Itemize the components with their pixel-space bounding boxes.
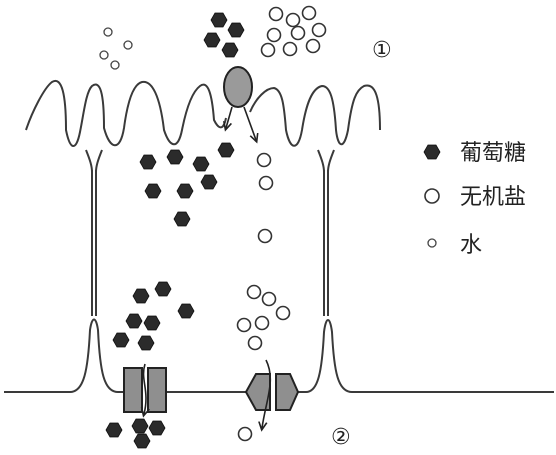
cell-membrane	[4, 79, 554, 393]
glucose-molecule	[192, 156, 210, 172]
salt-legend-icon	[424, 188, 440, 204]
apical-membrane	[25, 79, 381, 147]
basal-salt-channel	[244, 359, 300, 428]
salt-molecule	[282, 41, 298, 57]
salt-molecule	[301, 5, 317, 21]
glucose-molecule	[125, 313, 143, 329]
glucose-molecule	[144, 183, 162, 199]
right-lateral-membrane	[323, 170, 329, 316]
salt-molecule	[236, 317, 252, 333]
legend-glucose-label: 葡萄糖	[460, 141, 526, 166]
water-molecule	[123, 40, 133, 50]
glucose-molecule	[154, 281, 172, 297]
basal-glucose-channel	[123, 363, 167, 414]
glucose-molecule	[139, 154, 157, 170]
glucose-molecule	[131, 418, 149, 434]
basal-membrane	[4, 318, 554, 393]
glucose-molecule	[112, 332, 130, 348]
water-molecules	[99, 27, 133, 70]
water-legend-icon	[427, 238, 437, 248]
region-label-apical: ①	[372, 38, 392, 63]
glucose-molecule	[177, 303, 195, 319]
glucose-molecule	[132, 288, 150, 304]
legend-salt-label: 无机盐	[460, 185, 526, 210]
right-apical-junction	[317, 149, 335, 173]
left-apical-junction	[85, 149, 103, 173]
apical-carrier-protein	[223, 66, 256, 140]
glucose-molecule	[217, 142, 235, 158]
salt-molecule	[311, 22, 327, 38]
glucose-molecule	[133, 433, 151, 449]
salt-molecule	[254, 315, 270, 331]
glucose-legend-icon	[423, 144, 441, 160]
salt-molecule	[247, 335, 263, 351]
legend: 葡萄糖 无机盐 水	[423, 141, 526, 258]
glucose-molecule	[143, 315, 161, 331]
glucose-molecule	[210, 12, 228, 28]
glucose-molecule	[173, 211, 191, 227]
salt-molecule	[285, 12, 301, 28]
salt-molecule	[268, 6, 284, 22]
glucose-molecule	[137, 335, 155, 351]
glucose-molecule	[148, 420, 166, 436]
glucose-molecule	[166, 149, 184, 165]
salt-molecule	[266, 27, 282, 43]
glucose-molecule	[200, 174, 218, 190]
glucose-molecule	[203, 32, 221, 48]
legend-water-label: 水	[460, 233, 482, 258]
water-molecule	[103, 27, 113, 37]
glucose-molecule	[227, 22, 245, 38]
salt-molecule	[261, 291, 277, 307]
salt-molecule	[260, 42, 276, 58]
salt-molecules	[236, 5, 327, 442]
glucose-molecule	[221, 42, 239, 58]
salt-molecule	[290, 25, 306, 41]
water-molecule	[110, 60, 120, 70]
salt-molecule	[257, 228, 273, 244]
salt-molecule	[305, 38, 321, 54]
salt-molecule	[275, 305, 291, 321]
region-label-basal: ②	[331, 425, 351, 450]
salt-molecule	[246, 284, 262, 300]
salt-molecule	[256, 152, 272, 168]
glucose-molecule	[105, 422, 123, 438]
left-lateral-membrane	[91, 170, 97, 316]
salt-molecule	[237, 426, 253, 442]
glucose-molecule	[176, 183, 194, 199]
water-molecule	[99, 50, 109, 60]
salt-molecule	[258, 175, 274, 191]
